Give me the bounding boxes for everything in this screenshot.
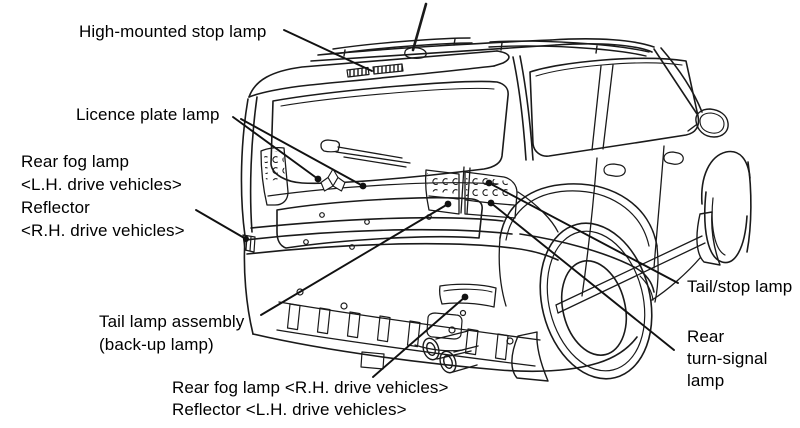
- exhaust-pipes: [414, 330, 479, 374]
- antenna: [404, 2, 428, 60]
- rear-bumper: [243, 228, 638, 373]
- dot-rear-turn-signal: [487, 199, 495, 207]
- label-line: Tail lamp assembly: [99, 312, 245, 331]
- label-rear-turn-signal-lamp: Rear turn-signal lamp: [687, 326, 767, 392]
- rear-fog-lamp-drawing: [438, 283, 497, 317]
- label-licence-plate-lamp: Licence plate lamp: [76, 105, 220, 124]
- leader-licence-plate-lamp-1: [232, 116, 319, 180]
- left-tail-lamp-drawing: [260, 146, 289, 206]
- leader-tail-lamp-assembly: [260, 203, 449, 316]
- leader-licence-plate-lamp-2: [240, 118, 364, 187]
- front-wheel-and-fender: [696, 150, 752, 266]
- rear-wheel: [498, 183, 659, 382]
- dot-licence-lamp-2: [359, 182, 367, 190]
- label-line: Reflector <L.H. drive vehicles>: [172, 400, 407, 419]
- leader-tail-stop-lamp: [488, 182, 679, 284]
- callout-dots: [243, 175, 495, 301]
- leader-rear-fog-lamp: [372, 296, 466, 378]
- side-mirror: [687, 108, 729, 138]
- rear-wiper: [320, 139, 411, 168]
- label-line: Rear fog lamp: [21, 152, 130, 171]
- label-line: (back-up lamp): [99, 335, 214, 354]
- dot-left-reflector: [243, 236, 249, 242]
- label-tail-lamp-assembly: Tail lamp assembly (back-up lamp): [99, 310, 244, 356]
- label-line: <L.H. drive vehicles>: [21, 175, 182, 194]
- dot-backup-lamp: [444, 200, 452, 208]
- roof-and-spoiler: [248, 38, 655, 98]
- label-line: Reflector: [21, 198, 90, 217]
- label-line: Rear fog lamp <R.H. drive vehicles>: [172, 378, 449, 397]
- label-line: Rear: [687, 327, 725, 346]
- mitsubishi-logo-icon: [320, 168, 346, 192]
- label-tail-stop-lamp: Tail/stop lamp: [687, 277, 793, 296]
- rear-window: [270, 80, 509, 185]
- label-high-mounted-stop-lamp: High-mounted stop lamp: [79, 22, 267, 41]
- tailgate: [240, 96, 504, 237]
- dot-rear-fog-lamp: [461, 293, 469, 301]
- label-line: lamp: [687, 371, 725, 390]
- label-rear-fog-reflector-bottom: Rear fog lamp <R.H. drive vehicles> Refl…: [172, 377, 449, 421]
- label-line: turn-signal: [687, 349, 768, 368]
- leader-rear-turn-signal: [490, 202, 675, 351]
- dot-tail-stop-lamp: [485, 179, 493, 187]
- tail-lamp-assembly-drawing: [424, 169, 518, 219]
- leader-lines: [195, 29, 679, 378]
- high-mounted-stop-lamp-drawing: [346, 63, 404, 78]
- label-rear-fog-reflector-left: Rear fog lamp <L.H. drive vehicles> Refl…: [21, 150, 185, 242]
- leader-high-mounted-stop-lamp: [283, 29, 373, 72]
- side-body: [512, 47, 706, 314]
- leader-left-reflector: [195, 209, 247, 240]
- label-line: <R.H. drive vehicles>: [21, 221, 185, 240]
- door-handles: [603, 151, 684, 177]
- dot-licence-lamp-1: [314, 175, 322, 183]
- roof-rails: [332, 37, 650, 57]
